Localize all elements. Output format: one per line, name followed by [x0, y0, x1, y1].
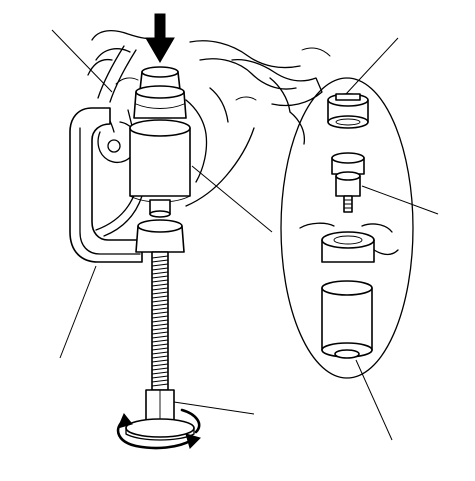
spindle-thread	[151, 351, 169, 355]
spindle-thread	[151, 327, 169, 331]
rotate-arrow-icon	[116, 408, 201, 450]
spindle-thread	[151, 355, 169, 359]
spindle-thread	[151, 379, 169, 383]
spindle-thread	[151, 303, 169, 307]
spindle-thread	[151, 363, 169, 367]
spindle-thread	[151, 343, 169, 347]
spindle-thread	[151, 267, 169, 271]
spindle-thread	[151, 319, 169, 323]
exploded-part-stepped-piece	[331, 152, 365, 213]
spindle-thread	[151, 283, 169, 287]
spindle-thread	[151, 371, 169, 375]
spindle-thread	[151, 275, 169, 279]
spindle-thread	[151, 295, 169, 299]
exploded-part-bottom-cylinder	[321, 280, 373, 359]
spindle-thread	[151, 271, 169, 275]
leader-right-mid	[361, 185, 439, 215]
spindle-thread	[151, 255, 169, 259]
spindle-thread	[151, 311, 169, 315]
spindle-thread	[151, 291, 169, 295]
spindle-thread	[151, 335, 169, 339]
leader-cylinder	[191, 165, 273, 233]
spindle-thread	[151, 367, 169, 371]
spindle-thread	[151, 259, 169, 263]
spindle-thread	[151, 331, 169, 335]
spindle-thread	[151, 339, 169, 343]
spindle-thread	[151, 383, 169, 387]
leader-bottom-right	[355, 359, 393, 441]
threaded-spindle	[125, 251, 195, 441]
spindle-thread	[151, 315, 169, 319]
exploded-part-ring-holder	[299, 222, 399, 263]
leader-frame	[59, 265, 97, 359]
spindle-thread	[151, 359, 169, 363]
leader-top-left	[51, 29, 113, 93]
leader-top-right	[345, 37, 399, 95]
spindle-thread	[151, 299, 169, 303]
spindle-thread	[151, 323, 169, 327]
knuckle-assembly-outline	[87, 29, 331, 207]
exploded-view-callout	[280, 77, 414, 379]
press-cylinder-stack	[129, 66, 191, 218]
press-direction-arrow-icon	[145, 13, 175, 63]
spindle-thread	[151, 347, 169, 351]
callout-leaders	[51, 29, 439, 441]
spindle-thread	[151, 307, 169, 311]
puller-frame	[69, 107, 185, 263]
leader-hex-end	[173, 401, 255, 415]
spindle-thread	[151, 263, 169, 267]
spindle-thread	[151, 279, 169, 283]
exploded-part-top-ring	[327, 93, 369, 129]
spindle-thread	[151, 287, 169, 291]
spindle-thread	[151, 375, 169, 379]
